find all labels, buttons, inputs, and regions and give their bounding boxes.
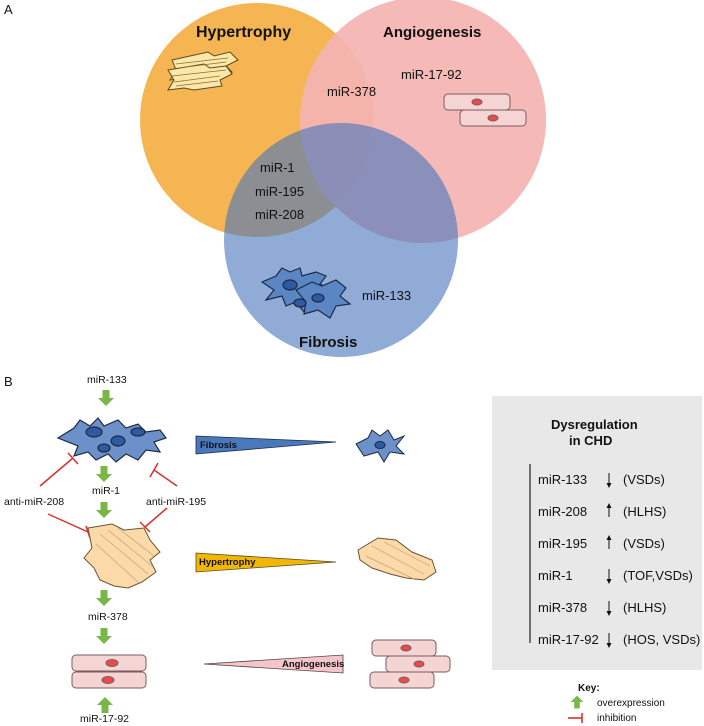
mir-1-venn: miR-1: [260, 160, 295, 175]
row-condition: (VSDs): [623, 472, 665, 487]
row-mirna: miR-1: [538, 568, 573, 583]
dysregulation-row: miR-1 (TOF,VSDs): [538, 568, 693, 584]
dysregulation-row: miR-378 (HLHS): [538, 600, 666, 616]
mir-378-venn: miR-378: [327, 84, 376, 99]
fibroblast-cluster-icon: [260, 267, 352, 319]
fibrosis-label: Fibrosis: [299, 334, 357, 351]
legend: Key: overexpression inhibition: [568, 683, 665, 724]
mir-133-venn: miR-133: [362, 288, 411, 303]
dysregulation-title-line2: in CHD: [569, 433, 612, 448]
endothelial-cell-icon: [71, 654, 147, 689]
overexpression-arrow-icon: [98, 390, 114, 406]
mir-195-venn: miR-195: [255, 184, 304, 199]
up-arrow-icon: [606, 503, 612, 517]
down-arrow-icon: [606, 633, 612, 648]
row-mirna: miR-378: [538, 600, 587, 615]
dysregulation-row: miR-17-92 (HOS, VSDs): [538, 632, 700, 648]
angiogenesis-wedge-label: Angiogenesis: [282, 659, 344, 670]
mir-133-label: miR-133: [87, 374, 127, 386]
cardiomyocyte-small-icon: [357, 537, 437, 581]
row-mirna: miR-17-92: [538, 632, 599, 647]
cardiomyocyte-cell-icon: [83, 523, 161, 589]
overexpression-arrow-icon: [96, 628, 112, 644]
panel-b-label: B: [4, 374, 13, 389]
anti-mir-208-label: anti-miR-208: [4, 496, 64, 508]
fibrosis-wedge: Fibrosis: [195, 435, 337, 455]
up-arrow-icon: [606, 535, 612, 549]
dysregulation-row: miR-208 (HLHS): [538, 503, 666, 519]
row-mirna: miR-195: [538, 536, 587, 551]
row-mirna: miR-133: [538, 472, 587, 487]
key-overexpression-label: overexpression: [597, 698, 665, 709]
mir-378-label: miR-378: [88, 611, 128, 623]
fibroblast-cell-icon: [56, 417, 167, 463]
dysregulation-rows: miR-133(VSDs)miR-208(HLHS)miR-195(VSDs)m…: [538, 472, 700, 648]
overexpression-arrow-icon: [97, 697, 113, 713]
mir-17-92-label: miR-17-92: [80, 713, 129, 725]
dysregulation-title-line1: Dysregulation: [551, 417, 638, 432]
key-title: Key:: [578, 683, 600, 694]
dysregulation-row: miR-195 (VSDs): [538, 535, 665, 551]
cardiomyocyte-icon: [167, 51, 239, 91]
fibrosis-circle: [224, 123, 458, 357]
mir-17-92-venn: miR-17-92: [401, 67, 462, 82]
anti-mir-195-label: anti-miR-195: [146, 496, 206, 508]
row-condition: (HLHS): [623, 600, 666, 615]
inhibition-key-icon: [568, 713, 583, 723]
row-mirna: miR-208: [538, 504, 587, 519]
angiogenesis-wedge: Angiogenesis: [203, 654, 344, 674]
angiogenesis-label: Angiogenesis: [383, 24, 481, 41]
dysregulation-row: miR-133 (VSDs): [538, 472, 665, 488]
row-condition: (HLHS): [623, 504, 666, 519]
mir-208-venn: miR-208: [255, 207, 304, 222]
overexpression-key-icon: [570, 695, 584, 709]
fibrosis-wedge-label: Fibrosis: [200, 440, 237, 451]
row-condition: (HOS, VSDs): [623, 632, 700, 647]
row-condition: (TOF,VSDs): [623, 568, 693, 583]
row-condition: (VSDs): [623, 536, 665, 551]
down-arrow-icon: [606, 473, 612, 488]
down-arrow-icon: [606, 601, 612, 616]
dysregulation-panel: Dysregulation in CHD miR-133 (VSDs) miR-20…: [492, 396, 702, 670]
hypertrophy-wedge-label: Hypertrophy: [199, 557, 256, 568]
hypertrophy-label: Hypertrophy: [196, 24, 291, 41]
panel-a-label: A: [4, 2, 13, 17]
key-inhibition-label: inhibition: [597, 713, 636, 724]
hypertrophy-wedge: Hypertrophy: [195, 552, 337, 573]
fibroblast-small-icon: [355, 429, 406, 463]
mir-1-label: miR-1: [92, 485, 120, 497]
endothelial-cluster-icon: [369, 639, 451, 689]
down-arrow-icon: [606, 569, 612, 584]
overexpression-arrow-icon: [96, 590, 112, 606]
overexpression-arrow-icon: [96, 466, 112, 482]
endothelial-cells-icon: [443, 93, 527, 127]
overexpression-arrow-icon: [96, 502, 112, 518]
